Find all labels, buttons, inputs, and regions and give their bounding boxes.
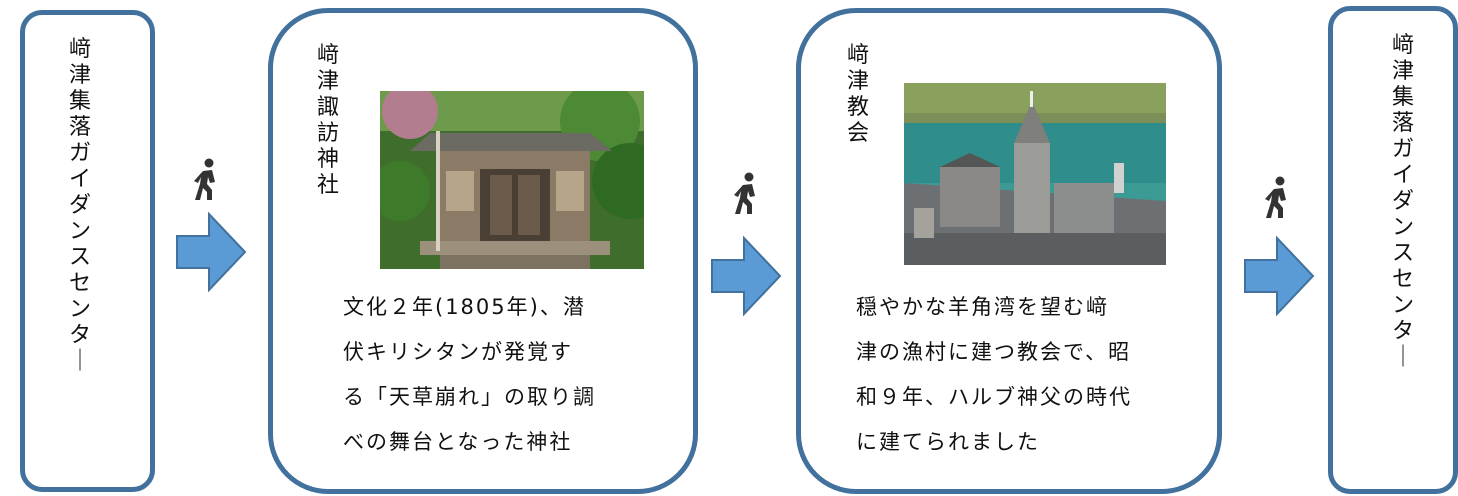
vertical-char: ｜ [1391,345,1414,370]
vertical-char: 津 [68,63,91,88]
vertical-char: ダ [1391,189,1414,214]
vertical-char: 社 [316,173,339,198]
vertical-char: 津 [846,69,869,94]
vertical-char: 津 [316,69,339,94]
vertical-char: ス [1391,241,1414,266]
vertical-char: 落 [68,115,91,140]
vertical-char: 﨑 [68,37,91,62]
vertical-char: ン [1391,215,1414,240]
vertical-char: タ [1391,319,1414,344]
vertical-char: ン [1391,293,1414,318]
step-church-description: 穏やかな羊角湾を望む﨑 津の漁村に建つ教会で、昭 和９年、ハルブ神父の時代 に建… [856,295,1132,454]
vertical-char: 落 [1391,111,1414,136]
vertical-char: 神 [316,147,339,172]
vertical-char: タ [68,323,91,348]
vertical-char: 集 [68,89,91,114]
vertical-char: セ [1391,267,1414,292]
walking-person-icon [193,158,221,206]
flow-arrow [710,235,782,320]
church-photo [904,83,1166,265]
vertical-char: ガ [68,141,91,166]
flow-arrow [175,211,247,296]
vertical-char: 﨑 [1391,33,1414,58]
flow-arrow [1243,235,1315,320]
walking-person-icon [1264,176,1292,224]
vertical-char: ン [68,297,91,322]
vertical-char: 訪 [316,121,339,146]
vertical-char: ガ [1391,137,1414,162]
vertical-char: 会 [846,121,869,146]
vertical-char: 諏 [316,95,339,120]
vertical-char: 津 [1391,59,1414,84]
vertical-char: イ [1391,163,1414,188]
step-shrine-description: 文化２年(1805年)、潜 伏キリシタンが発覚す る「天草崩れ」の取り調 べの舞… [343,295,596,454]
vertical-char: 教 [846,95,869,120]
vertical-char: 集 [1391,85,1414,110]
vertical-char: イ [68,167,91,192]
shrine-photo [380,91,644,269]
vertical-char: セ [68,271,91,296]
walking-person-icon [733,172,761,220]
vertical-char: ｜ [68,349,91,374]
vertical-char: 﨑 [316,43,339,68]
vertical-char: ダ [68,193,91,218]
vertical-char: 﨑 [846,43,869,68]
vertical-char: ス [68,245,91,270]
vertical-char: ン [68,219,91,244]
